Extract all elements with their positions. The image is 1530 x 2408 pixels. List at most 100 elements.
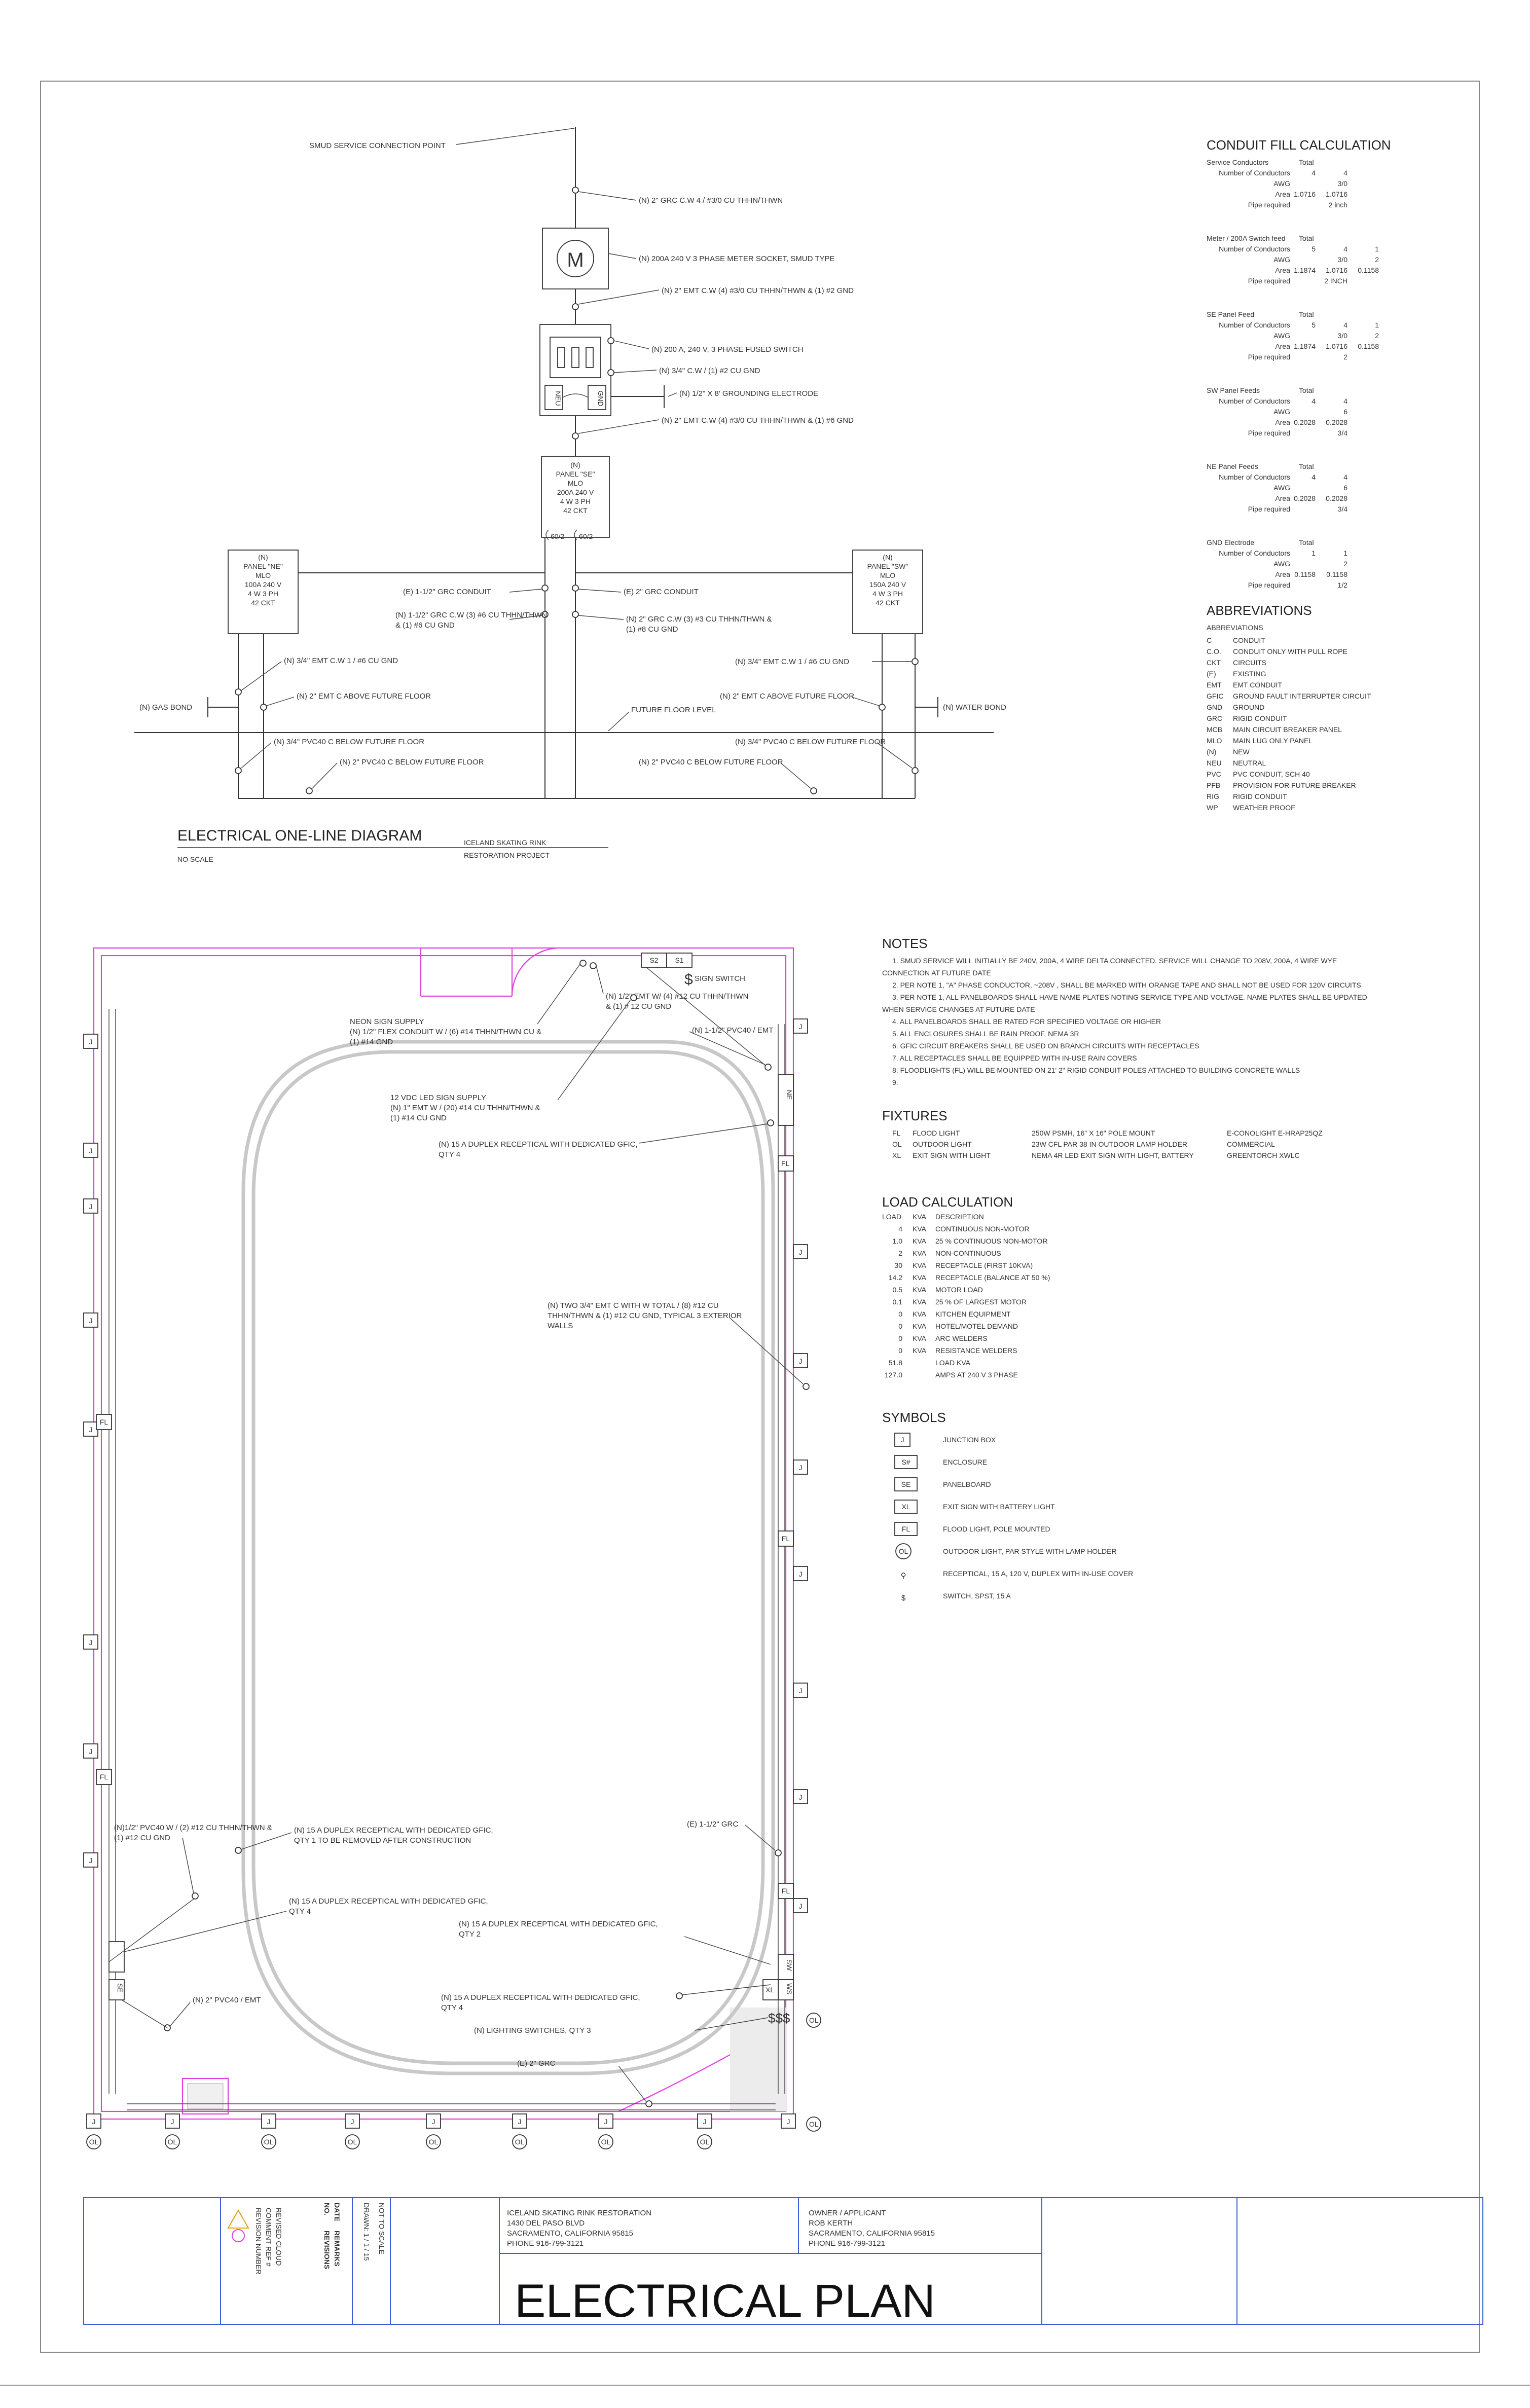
conduit-fill-total-label: Total (1299, 386, 1314, 394)
symbol-glyph-box (894, 1500, 918, 1514)
plan-junction-box (83, 1634, 98, 1650)
note-line: CONNECTION AT FUTURE DATE (882, 969, 991, 977)
symbol-glyph: ⚲ (901, 1572, 906, 1580)
plan-jbox-label: J (703, 2118, 707, 2126)
conduit-fill-total-label: Total (1299, 234, 1314, 242)
duplex-rem-2: QTY 1 TO BE REMOVED AFTER CONSTRUCTION (294, 1836, 471, 1845)
abbreviation-code: CKT (1207, 659, 1221, 667)
conduit-fill-value: 0.2028 (1326, 494, 1347, 502)
plan-ol-label: OL (429, 2138, 439, 2146)
conduit-fill-value: 6 (1343, 408, 1347, 416)
plan-junction-box (697, 2113, 712, 2129)
plan-jbox-label: J (799, 1902, 803, 1910)
load-description: CONTINUOUS NON-MOTOR (935, 1225, 1030, 1233)
plan-ol-label: OL (168, 2138, 177, 2146)
conduit-fill-total: 4 (1312, 397, 1316, 405)
conduit-fill-total: 0.2028 (1294, 418, 1316, 426)
duplex-l4-2: QTY 4 (289, 1907, 311, 1916)
load-header-load: LOAD (882, 1213, 901, 1221)
conduit-fill-value: 4 (1343, 473, 1347, 481)
plan-outdoor-light (261, 2134, 276, 2149)
conduit-fill-value-b: 2 (1375, 256, 1379, 264)
conduit-fill-total-label: Total (1299, 462, 1314, 470)
symbols-title: SYMBOLS (882, 1410, 946, 1425)
plan-junction-box (83, 1852, 98, 1868)
conduit-fill-value: 2 inch (1329, 201, 1347, 209)
abbreviation-meaning: MAIN LUG ONLY PANEL (1233, 737, 1313, 745)
abbreviation-meaning: GROUND (1233, 703, 1264, 711)
plan-outdoor-light (86, 2134, 101, 2149)
lighting-sw-label: (N) LIGHTING SWITCHES, QTY 3 (474, 2026, 591, 2035)
duplex-top-2: QTY 4 (439, 1150, 460, 1159)
note-line: 2. PER NOTE 1, "A" PHASE CONDUCTOR, ~208… (892, 981, 1361, 989)
revisions-label: REVISIONS (323, 2231, 331, 2269)
neon-2: (N) 1/2" FLEX CONDUIT W / (6) #14 THHN/T… (350, 1028, 541, 1036)
conduit-fill-value-b: 1 (1375, 321, 1379, 329)
gas-bond-label: (N) GAS BOND (139, 703, 192, 712)
plan-fl-label: FL (100, 1773, 108, 1781)
e-grc-plan: (E) 1-1/2" GRC (687, 1820, 738, 1829)
load-value: 0 (898, 1346, 902, 1355)
abbreviation-meaning: MAIN CIRCUIT BREAKER PANEL (1233, 725, 1342, 734)
duplex-q2-2: QTY 2 (459, 1930, 481, 1939)
plan-flood-light (96, 1414, 112, 1430)
abbreviation-meaning: PROVISION FOR FUTURE BREAKER (1233, 781, 1356, 789)
load-value: 1.0 (893, 1237, 903, 1245)
svg-text:PANEL "SW": PANEL "SW" (867, 562, 908, 570)
two-emt-1: (N) TWO 3/4" EMT C WITH W TOTAL / (8) #1… (548, 1301, 719, 1310)
no-label: NO. (323, 2203, 331, 2215)
two-emt-2: THHN/THWN & (1) #12 CU GND, TYPICAL 3 EX… (548, 1311, 742, 1320)
svg-text:SW: SW (785, 1959, 793, 1971)
plan-junction-box (793, 1460, 808, 1475)
symbol-glyph: SE (901, 1480, 911, 1488)
conduit-fill-row-label: Pipe required (1248, 505, 1290, 513)
plan-outdoor-light (697, 2134, 712, 2149)
conduit-fill-row-label: Pipe required (1248, 201, 1290, 209)
load-unit: KVA (913, 1273, 927, 1282)
plan-jbox-label: J (92, 2118, 96, 2126)
plan-junction-box (793, 1683, 808, 1698)
rink-oval (241, 1040, 775, 2075)
conduit-fill-total: 4 (1312, 473, 1316, 481)
load-unit: KVA (913, 1322, 927, 1330)
load-header-desc: DESCRIPTION (935, 1213, 984, 1221)
symbol-glyph-box (894, 1455, 918, 1469)
plan-jbox-label: J (89, 1317, 93, 1325)
svg-text:4 W 3 PH: 4 W 3 PH (872, 590, 903, 598)
service-point-label: SMUD SERVICE CONNECTION POINT (309, 141, 446, 150)
conduit-fill-value: 3/0 (1338, 332, 1348, 340)
plan-outdoor-light (512, 2134, 527, 2149)
plan-outdoor-light (345, 2134, 360, 2149)
plan-jbox-label: J (799, 1570, 803, 1578)
symbol-label: JUNCTION BOX (943, 1436, 996, 1444)
sign-emt-1: (N) 1/2" EMT W/ (4) #12 CU THHN/THWN (606, 992, 748, 1001)
plan-junction-box (793, 1018, 808, 1034)
sign-emt-2: & (1) # 12 CU GND (606, 1002, 671, 1011)
abbreviation-meaning: CIRCUITS (1233, 659, 1266, 667)
svg-text:WS: WS (785, 1983, 793, 1995)
svg-text:(N): (N) (883, 553, 892, 561)
fixture-code: XL (892, 1151, 901, 1159)
svg-text:XL: XL (766, 1986, 774, 1994)
abbreviation-meaning: WEATHER PROOF (1233, 804, 1295, 812)
plan-fl-label: FL (100, 1418, 108, 1426)
plan-junction-box (512, 2113, 527, 2129)
plan-jbox-label: J (89, 1638, 93, 1647)
led-1: 12 VDC LED SIGN SUPPLY (390, 1093, 486, 1102)
svg-text:SE: SE (116, 1983, 124, 1993)
conduit-fill-row-label: Pipe required (1248, 429, 1290, 437)
abbreviation-code: PFB (1207, 781, 1220, 789)
conduit-fill-row-label: Number of Conductors (1219, 245, 1290, 253)
abbreviation-meaning: NEW (1233, 748, 1250, 756)
conduit-fill-row-label: AWG (1273, 408, 1290, 416)
conduit-fill-value-b: 0.1158 (1358, 266, 1379, 274)
e-grc-right-label: (E) 2" GRC CONDUIT (624, 588, 699, 596)
sign-switch-icon: $ (684, 971, 693, 988)
conduit-fill-value: 4 (1343, 245, 1347, 253)
load-value: 30 (894, 1261, 902, 1269)
pvc-left-2: (N) 2" PVC40 C BELOW FUTURE FLOOR (340, 758, 484, 767)
conduit-fill-value: 6 (1343, 484, 1347, 492)
comment-ref-label: COMMENT REF # (265, 2208, 273, 2267)
